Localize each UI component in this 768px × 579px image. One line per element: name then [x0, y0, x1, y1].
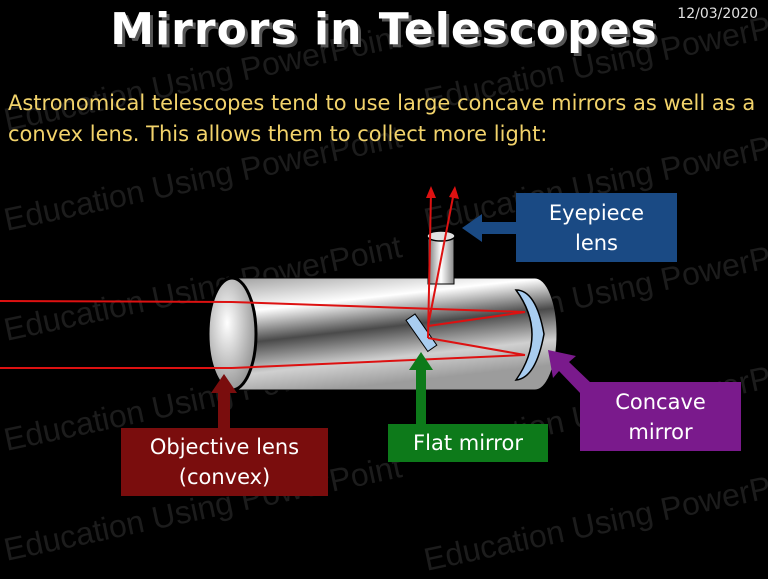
ray-arrowhead	[449, 186, 459, 199]
light-ray	[427, 337, 526, 356]
concave-label-line1: Concave	[615, 389, 706, 414]
objective-lens-cap	[206, 276, 258, 392]
light-ray	[0, 300, 233, 303]
slide-title: Mirrors in Telescopes	[110, 4, 658, 55]
ray-arrowhead	[426, 186, 436, 198]
objective-label: Objective lens (convex)	[121, 428, 328, 496]
concave-label-line2: mirror	[628, 419, 693, 444]
light-ray	[427, 191, 455, 327]
concave-arrow	[548, 350, 592, 394]
objective-arrow	[211, 374, 237, 428]
light-ray	[231, 354, 526, 369]
intro-text: Astronomical telescopes tend to use larg…	[8, 91, 756, 146]
objective-label-box	[121, 428, 328, 496]
flat-arrow	[409, 352, 433, 424]
eyepiece-lens-ring	[426, 230, 456, 242]
flat-label-text: Flat mirror	[413, 431, 523, 455]
eyepiece-label-line2: lens	[574, 230, 618, 255]
eyepiece-label-line1: Eyepiece	[548, 200, 645, 225]
concave-label: Concave mirror	[580, 382, 741, 451]
telescope-tube	[207, 277, 558, 391]
light-ray	[427, 191, 432, 339]
light-ray	[427, 311, 526, 327]
objective-label-line2: (convex)	[178, 465, 271, 489]
eyepiece-label: Eyepiece lens	[516, 193, 677, 262]
slide-date: 12/03/2020	[677, 6, 758, 22]
flat-label: Flat mirror	[388, 424, 548, 462]
concave-label-box	[580, 382, 741, 451]
light-ray	[231, 301, 526, 313]
flat-label-box	[388, 424, 548, 462]
flat-mirror	[405, 313, 438, 353]
eyepiece-label-box	[516, 193, 677, 262]
concave-mirror	[514, 289, 545, 381]
objective-label-line1: Objective lens	[149, 435, 300, 459]
eyepiece-arrow	[462, 214, 516, 242]
